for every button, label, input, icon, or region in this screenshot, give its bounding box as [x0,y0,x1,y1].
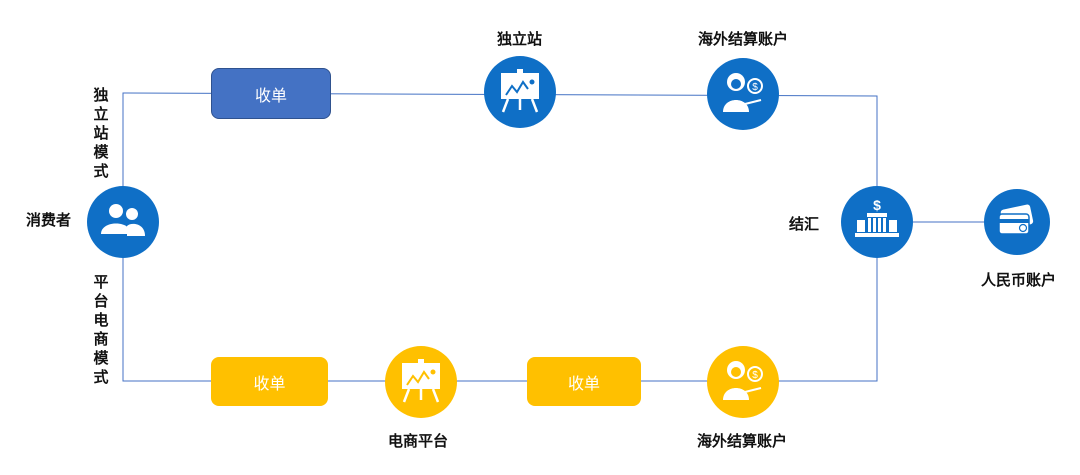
consumer-label: 消费者 [26,211,72,229]
cashier-icon: $ [723,73,763,112]
bottom-right-collect-box: 收单 [527,357,641,406]
bank-icon: $ [855,197,899,237]
overseas-account-bottom-label: 海外结算账户 [697,432,788,450]
rmb-account-label: 人民币账户 [981,271,1057,289]
svg-text:$: $ [752,82,758,93]
bottom-right-collect-label: 收单 [567,373,600,393]
independent-site-mode-label: 独立站模式 [93,86,109,180]
ecommerce-platform-node [385,346,457,418]
bottom-flow-line [122,255,878,382]
rmb-account-node [984,189,1050,255]
ecommerce-platform-label: 电商平台 [388,432,449,450]
top-collect-label: 收单 [254,85,287,105]
presentation-board-icon [402,359,440,403]
overseas-account-top-node: $ [707,58,779,130]
independent-site-label: 独立站 [497,30,543,48]
bottom-left-collect-label: 收单 [253,373,286,393]
overseas-account-top-label: 海外结算账户 [698,30,789,48]
svg-text:$: $ [873,197,881,213]
overseas-account-bottom-node: $ [707,346,779,418]
bottom-left-collect-box: 收单 [211,357,328,406]
presentation-board-icon [501,69,539,113]
svg-text:$: $ [752,370,758,381]
exchange-settlement-label: 结汇 [789,215,820,233]
consumer-node [87,186,159,258]
users-icon [101,204,145,236]
credit-card-icon [998,204,1034,235]
top-collect-box: 收单 [211,68,331,119]
platform-ecommerce-mode-label: 平台电商模式 [93,273,109,386]
independent-site-node [484,56,556,128]
exchange-settlement-node: $ [841,186,913,258]
cashier-icon: $ [723,361,763,400]
